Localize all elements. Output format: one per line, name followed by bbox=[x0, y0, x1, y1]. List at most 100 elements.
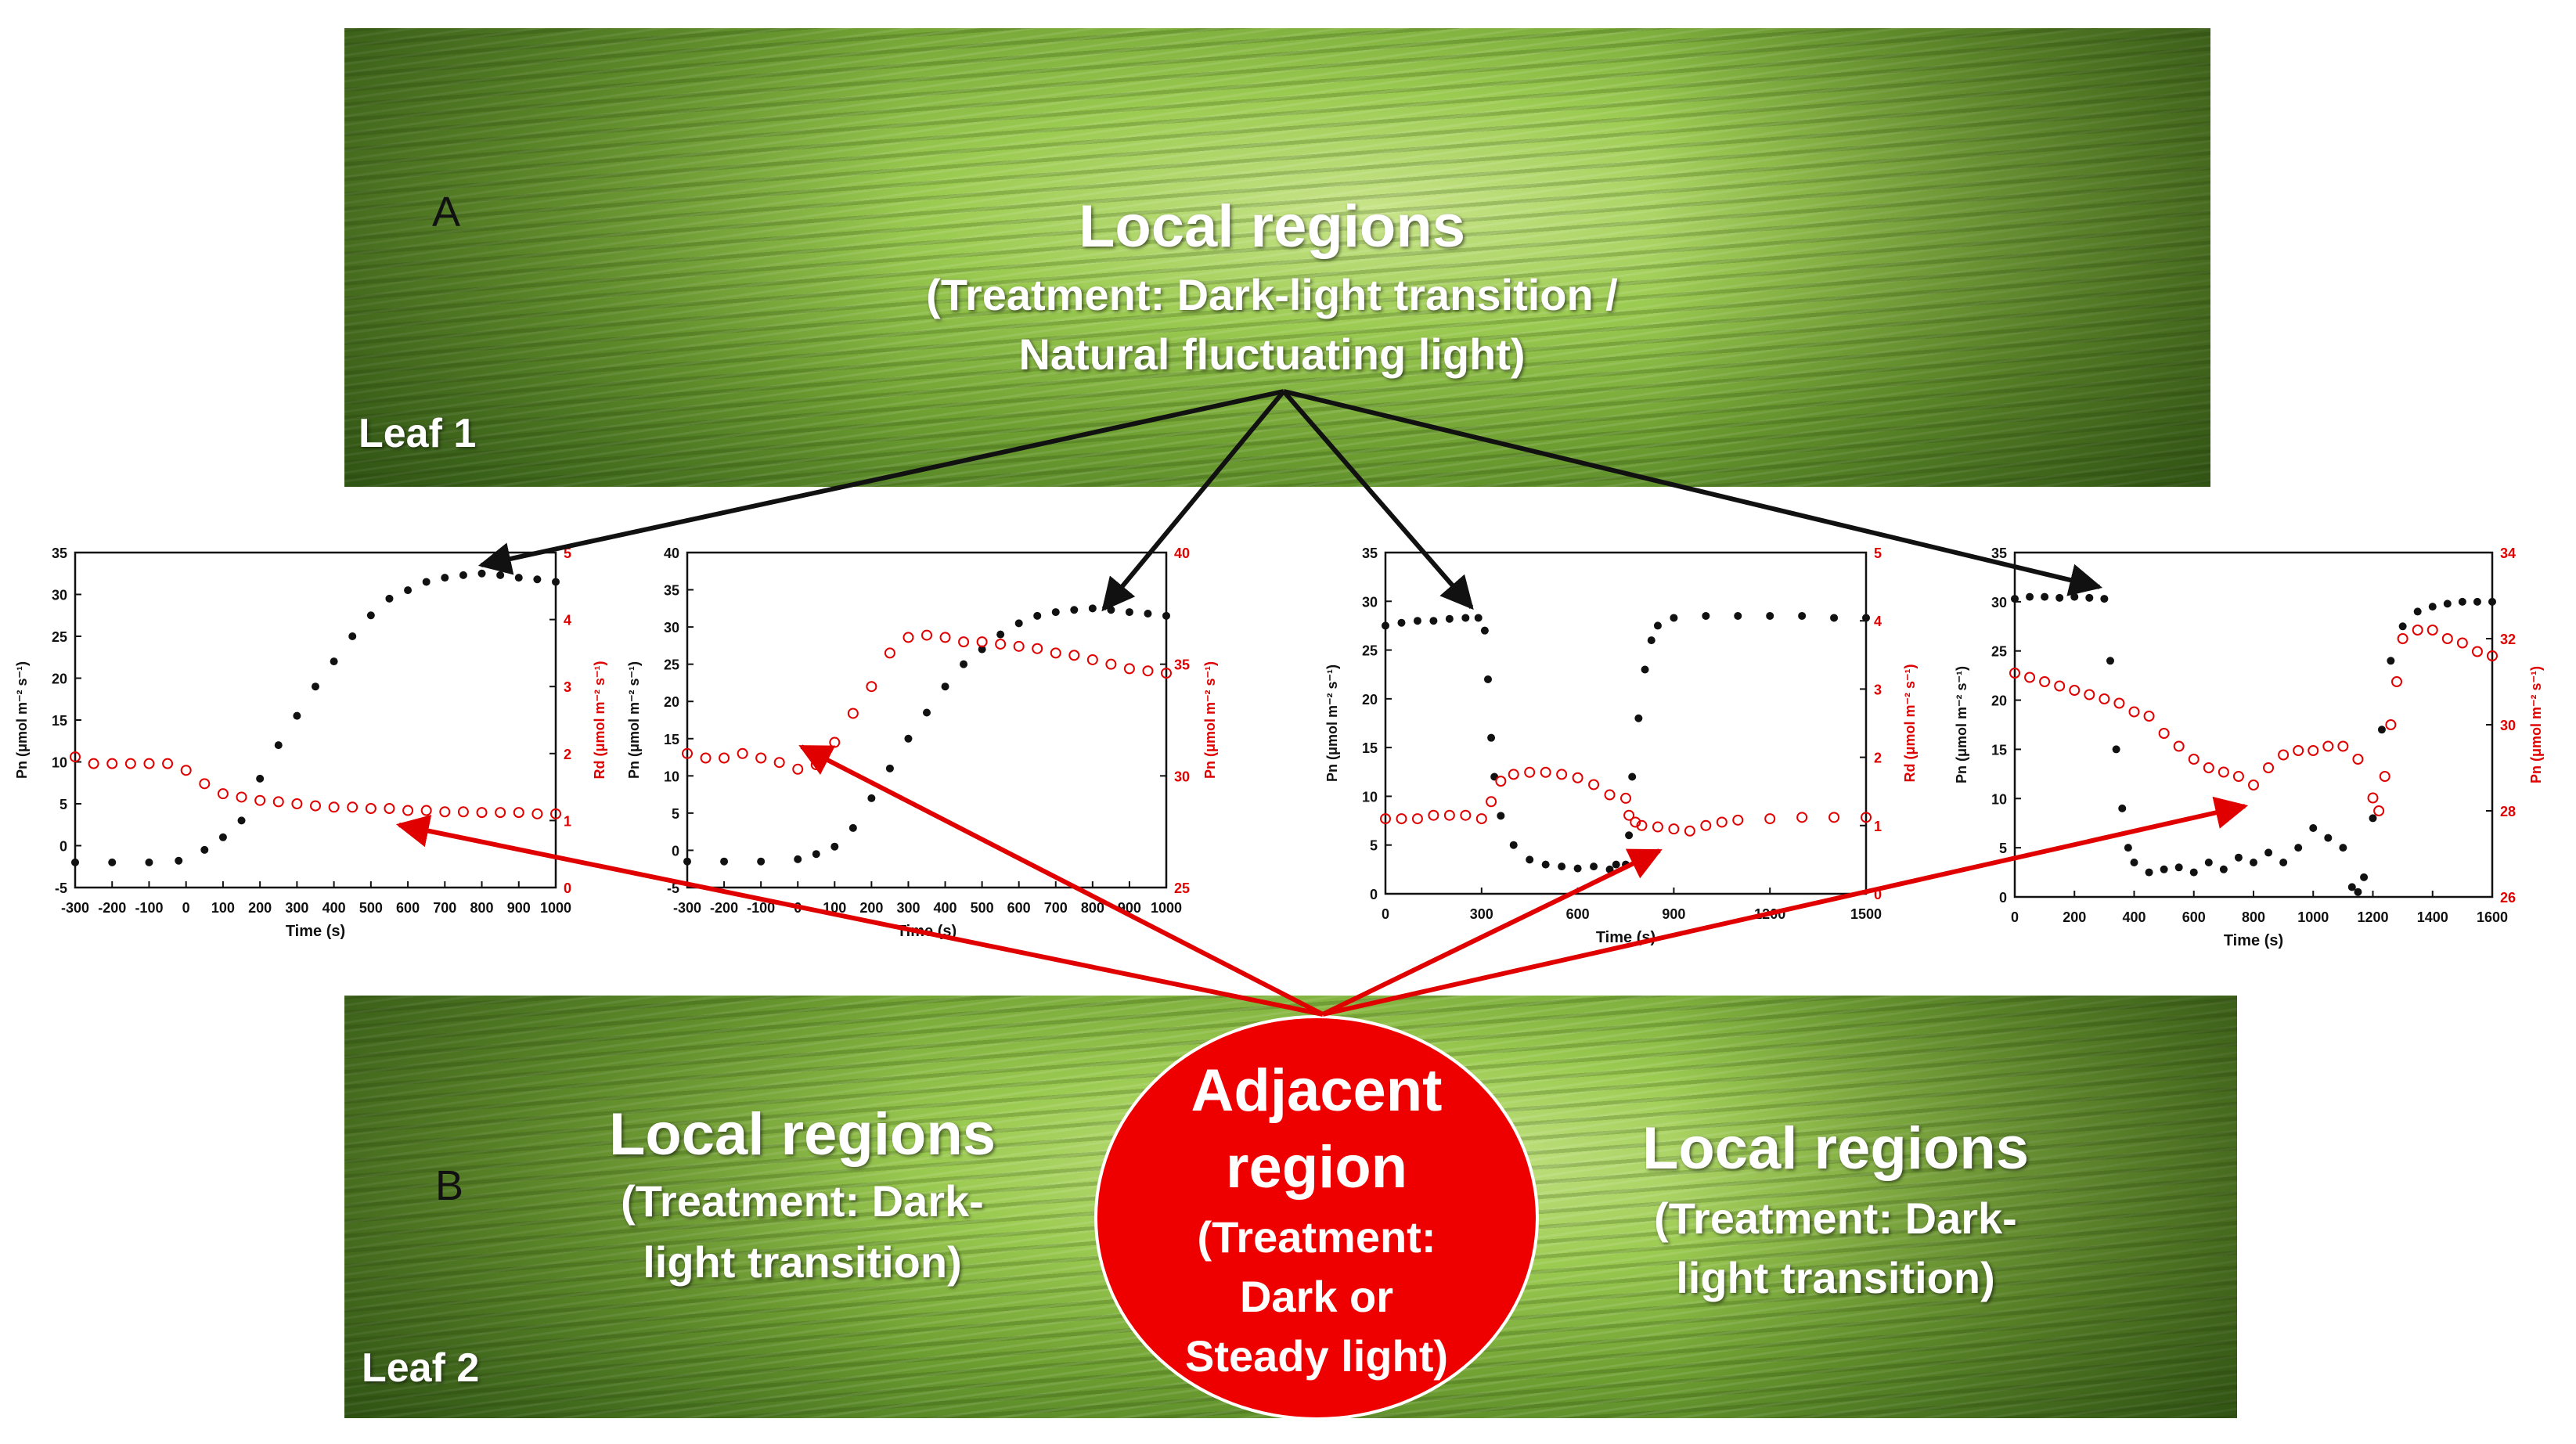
data-point-red bbox=[755, 752, 767, 764]
data-point-black bbox=[441, 574, 449, 582]
data-point-black bbox=[1445, 614, 1454, 623]
data-point-red bbox=[2391, 676, 2402, 687]
data-point-red bbox=[903, 632, 914, 643]
series-left bbox=[1382, 611, 1870, 873]
data-point-red bbox=[719, 752, 730, 764]
data-point-black bbox=[1647, 636, 1655, 645]
data-point-black bbox=[978, 645, 986, 654]
data-point-red bbox=[2385, 719, 2397, 730]
x-tick-label: 300 bbox=[285, 900, 308, 916]
data-point-black bbox=[1014, 619, 1023, 628]
x-tick-label: 1200 bbox=[2357, 909, 2388, 925]
data-point-black bbox=[2428, 603, 2437, 611]
data-point-red bbox=[236, 791, 247, 803]
data-point-red bbox=[106, 758, 118, 769]
data-point-black bbox=[923, 708, 931, 717]
y-left-tick-label: 40 bbox=[664, 546, 679, 561]
data-point-black bbox=[2219, 865, 2228, 873]
adjacent-region-treatment-3: Steady light) bbox=[1184, 1331, 1449, 1381]
leaf-2-label: Leaf 2 bbox=[362, 1345, 480, 1391]
data-point-black bbox=[2339, 844, 2347, 852]
y-left-tick-label: 15 bbox=[1362, 740, 1378, 756]
x-tick-label: 800 bbox=[1081, 900, 1104, 916]
x-tick-label: 1000 bbox=[540, 900, 571, 916]
data-point-red bbox=[2293, 745, 2304, 756]
leaf-1-label: Leaf 1 bbox=[358, 411, 477, 456]
data-point-red bbox=[1623, 809, 1635, 821]
data-point-red bbox=[1684, 825, 1695, 837]
x-tick-label: 500 bbox=[359, 900, 383, 916]
leaf-1-photo bbox=[344, 28, 2210, 487]
data-point-black bbox=[2264, 848, 2273, 857]
data-point-black bbox=[1734, 611, 1742, 620]
y-right-tick-label: 1 bbox=[1874, 819, 1882, 834]
data-point-red bbox=[2456, 637, 2468, 649]
y-left-tick-label: 25 bbox=[1991, 644, 2007, 660]
data-point-red bbox=[2471, 646, 2483, 657]
red-arrow bbox=[1321, 848, 1663, 1017]
data-point-black bbox=[2100, 595, 2109, 603]
x-tick-label: -100 bbox=[135, 900, 163, 916]
chart-frame bbox=[74, 551, 557, 889]
y-left-axis-label: Pn (μmol m⁻² s⁻¹) bbox=[14, 661, 30, 779]
x-tick-label: 700 bbox=[433, 900, 456, 916]
y-left-tick-label: 30 bbox=[664, 620, 679, 636]
y-left-tick-label: 30 bbox=[1362, 594, 1378, 610]
data-point-black bbox=[2443, 600, 2452, 608]
data-point-red bbox=[384, 802, 395, 814]
data-point-black bbox=[1397, 618, 1406, 627]
data-point-black bbox=[2085, 593, 2094, 602]
data-point-black bbox=[293, 711, 301, 720]
data-point-black bbox=[1625, 831, 1634, 840]
y-left-tick-label: 25 bbox=[52, 629, 67, 645]
data-point-red bbox=[2158, 728, 2170, 739]
data-point-black bbox=[459, 571, 467, 579]
x-tick-label: 1000 bbox=[2297, 909, 2329, 925]
series-left bbox=[2011, 592, 2496, 896]
data-point-black bbox=[2250, 859, 2257, 866]
y-left-tick-label: 20 bbox=[664, 694, 679, 710]
y-left-tick-label: 5 bbox=[1370, 838, 1378, 854]
data-point-red bbox=[1588, 779, 1600, 790]
data-point-black bbox=[2055, 593, 2064, 602]
data-point-red bbox=[217, 788, 229, 800]
data-point-black bbox=[2041, 592, 2049, 601]
data-point-red bbox=[1636, 819, 1648, 831]
data-point-black bbox=[1541, 860, 1550, 869]
y-right-tick-label: 25 bbox=[1174, 880, 1190, 896]
data-point-black bbox=[200, 845, 209, 854]
y-left-tick-label: 10 bbox=[52, 755, 67, 771]
y-left-tick-label: 35 bbox=[1362, 546, 1378, 561]
data-point-black bbox=[256, 774, 265, 783]
data-point-red bbox=[254, 794, 266, 806]
x-tick-label: 700 bbox=[1044, 900, 1068, 916]
red-arrow bbox=[798, 744, 1324, 1017]
data-point-black bbox=[1033, 611, 1042, 620]
x-tick-label: 200 bbox=[859, 900, 883, 916]
y-left-tick-label: 15 bbox=[52, 713, 67, 729]
y-left-tick-label: 35 bbox=[1991, 546, 2007, 561]
y-right-tick-label: 35 bbox=[1174, 657, 1190, 673]
adjacent-region-treatment-1: (Treatment: bbox=[1197, 1212, 1436, 1262]
data-point-black bbox=[2347, 883, 2356, 891]
data-point-black bbox=[1497, 812, 1505, 820]
data-point-red bbox=[1540, 766, 1551, 778]
data-point-black bbox=[1653, 621, 1662, 630]
data-point-red bbox=[199, 778, 211, 790]
data-point-red bbox=[2218, 766, 2229, 778]
y-right-tick-label: 0 bbox=[1874, 887, 1882, 902]
x-tick-label: 800 bbox=[470, 900, 494, 916]
data-point-red bbox=[1732, 814, 1744, 826]
adjacent-region-title-1: Adjacent bbox=[1191, 1057, 1443, 1124]
panel-label-b: B bbox=[435, 1162, 464, 1209]
data-point-red bbox=[1861, 812, 1872, 823]
y-right-axis-label: Rd (μmol m⁻² s⁻¹) bbox=[592, 661, 607, 779]
data-point-black bbox=[1382, 621, 1389, 630]
data-point-red bbox=[1050, 647, 1061, 659]
x-tick-label: -100 bbox=[747, 900, 775, 916]
data-point-black bbox=[2279, 859, 2288, 866]
y-left-tick-label: 20 bbox=[1991, 693, 2007, 709]
y-right-tick-label: 5 bbox=[1874, 546, 1882, 561]
